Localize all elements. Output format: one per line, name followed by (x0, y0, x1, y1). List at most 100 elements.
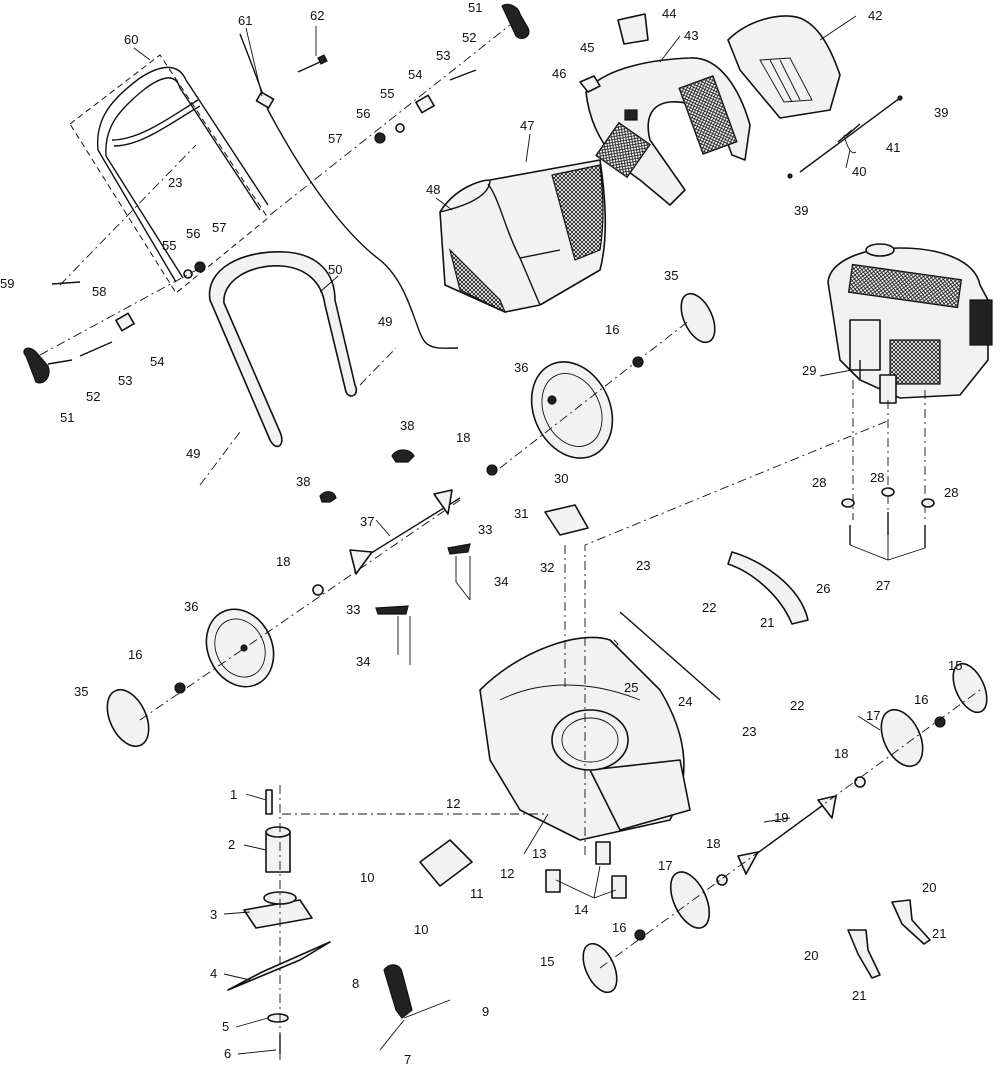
callout-10a: 10 (360, 870, 374, 885)
callout-47: 47 (520, 118, 534, 133)
callout-15b: 15 (540, 954, 554, 969)
callout-57b: 57 (212, 220, 226, 235)
clip-44 (617, 13, 649, 45)
callout-23a: 23 (168, 175, 182, 190)
callout-22a: 22 (702, 600, 716, 615)
callout-56a: 56 (356, 106, 370, 121)
callout-25: 25 (624, 680, 638, 695)
callout-12b: 12 (500, 866, 514, 881)
callout-15a: 15 (948, 658, 962, 673)
rear-discharge-cover (585, 57, 751, 206)
callout-58: 58 (92, 284, 106, 299)
callout-41: 41 (886, 140, 900, 155)
callout-16d: 16 (612, 920, 626, 935)
callout-50: 50 (328, 262, 342, 277)
callout-37: 37 (360, 514, 374, 529)
bracket-20-upper (891, 899, 931, 945)
callout-16b: 16 (128, 647, 142, 662)
lever-38-upper (391, 449, 415, 463)
clip-46 (579, 75, 601, 93)
callout-9: 9 (482, 1004, 489, 1019)
callout-40: 40 (852, 164, 866, 179)
callout-23b: 23 (636, 558, 650, 573)
callout-6: 6 (224, 1046, 231, 1061)
callout-12a: 12 (446, 796, 460, 811)
lever-33-lower (375, 605, 409, 615)
callout-35a: 35 (664, 268, 678, 283)
callout-54b: 54 (150, 354, 164, 369)
rear-wheel-right (530, 292, 716, 459)
callout-36b: 36 (184, 599, 198, 614)
leader-lines (133, 15, 881, 1055)
callout-56b: 56 (186, 226, 200, 241)
callout-24: 24 (678, 694, 692, 709)
callout-16a: 16 (605, 322, 619, 337)
mower-deck (479, 419, 891, 855)
callout-34a: 34 (494, 574, 508, 589)
callout-36a: 36 (514, 360, 528, 375)
callout-33b: 33 (346, 602, 360, 617)
callout-35b: 35 (74, 684, 88, 699)
callout-38a: 38 (400, 418, 414, 433)
callout-20b: 20 (804, 948, 818, 963)
callout-7: 7 (404, 1052, 411, 1067)
callout-1: 1 (230, 787, 237, 802)
callout-30: 30 (554, 471, 568, 486)
callout-46: 46 (552, 66, 566, 81)
callout-42: 42 (868, 8, 882, 23)
callout-10b: 10 (414, 922, 428, 937)
callout-17a: 17 (866, 708, 880, 723)
callout-16c: 16 (914, 692, 928, 707)
callout-39a: 39 (934, 105, 948, 120)
lever-38-lower (319, 491, 337, 503)
callout-8: 8 (352, 976, 359, 991)
callout-14: 14 (574, 902, 588, 917)
discharge-door (727, 15, 841, 119)
front-wheel-left (582, 871, 728, 994)
callout-31: 31 (514, 506, 528, 521)
callout-44: 44 (662, 6, 676, 21)
rear-axle (139, 319, 691, 721)
mulch-plug (727, 551, 809, 625)
callout-32: 32 (540, 560, 554, 575)
callout-61: 61 (238, 13, 252, 28)
callout-4: 4 (210, 966, 217, 981)
callout-60: 60 (124, 32, 138, 47)
callout-28c: 28 (944, 485, 958, 500)
callout-2: 2 (228, 837, 235, 852)
callout-17b: 17 (658, 858, 672, 873)
callout-45: 45 (580, 40, 594, 55)
callout-3: 3 (210, 907, 217, 922)
spacer-14-a (545, 869, 561, 893)
callout-38b: 38 (296, 474, 310, 489)
callout-51b: 51 (60, 410, 74, 425)
callout-52a: 52 (462, 30, 476, 45)
callout-51a: 51 (468, 0, 482, 15)
callout-59: 59 (0, 276, 14, 291)
callout-49a: 49 (378, 314, 392, 329)
callout-labels: 1 2 3 4 5 6 7 8 9 10 10 11 12 12 13 14 1… (0, 0, 962, 1067)
callout-39b: 39 (794, 203, 808, 218)
callout-18a: 18 (456, 430, 470, 445)
callout-33a: 33 (478, 522, 492, 537)
hinge-rod (787, 95, 903, 179)
callout-43: 43 (684, 28, 698, 43)
spacer-14-c (611, 875, 627, 899)
callout-22b: 22 (790, 698, 804, 713)
callout-21b: 21 (932, 926, 946, 941)
front-axle (599, 689, 981, 969)
callout-18c: 18 (834, 746, 848, 761)
callout-55b: 55 (162, 238, 176, 253)
callout-27: 27 (876, 578, 890, 593)
callout-21a: 21 (760, 615, 774, 630)
callout-53a: 53 (436, 48, 450, 63)
bracket-20-lower (847, 929, 881, 979)
callout-54a: 54 (408, 67, 422, 82)
bracket-31 (544, 504, 589, 536)
callout-21c: 21 (852, 988, 866, 1003)
lever-8 (383, 964, 413, 1019)
engine-mount-bolts (841, 380, 935, 561)
lever-33-upper (447, 543, 471, 555)
spacer-14-b (595, 841, 611, 865)
